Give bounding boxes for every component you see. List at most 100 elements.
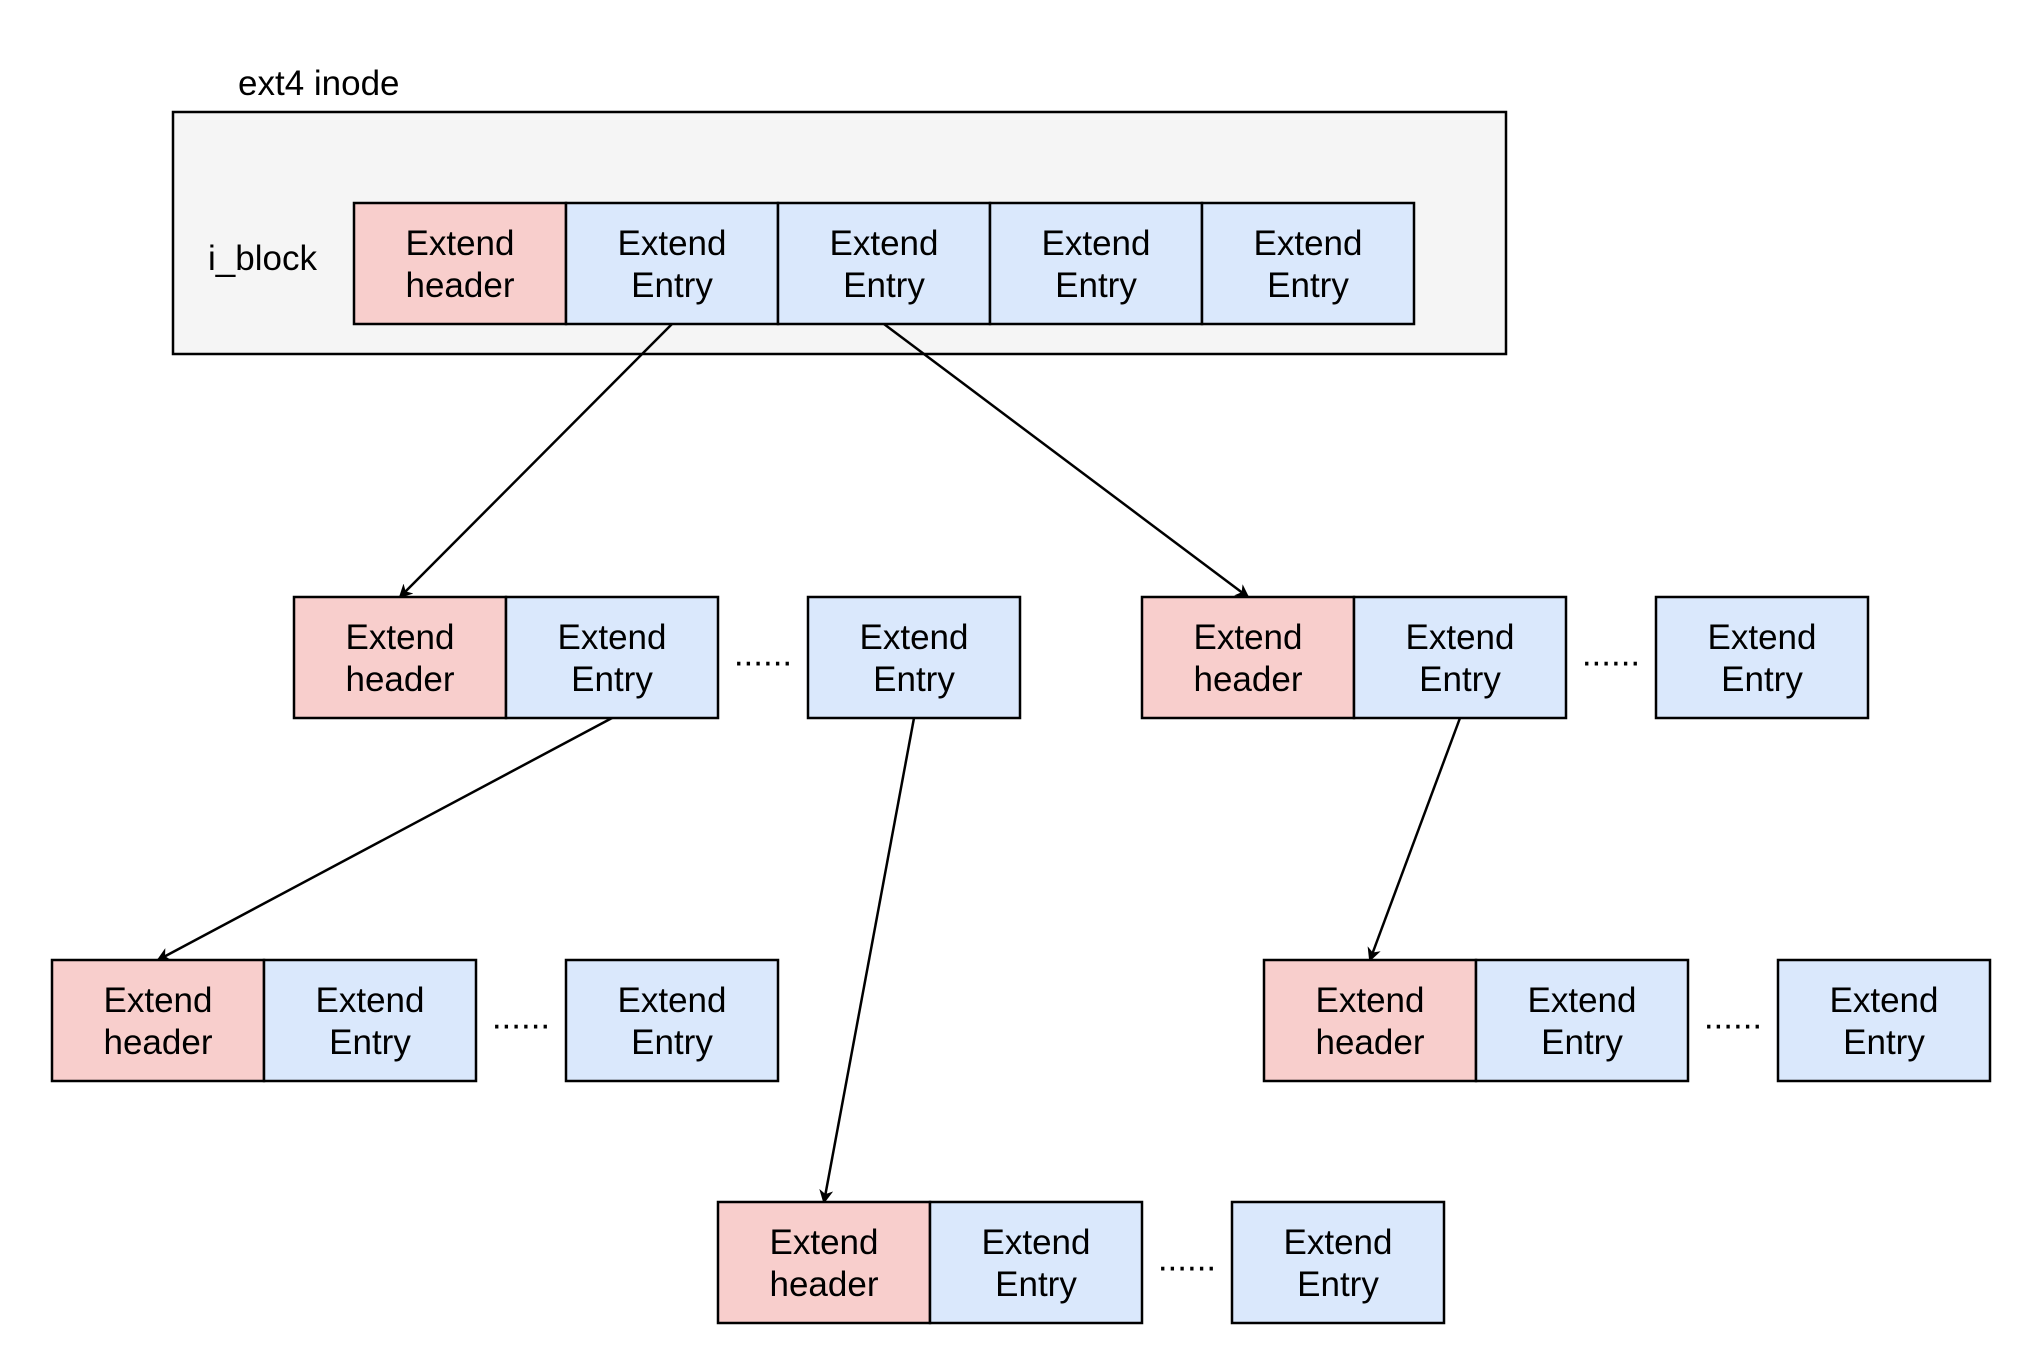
cell-label-line2: Entry [1055, 266, 1137, 305]
entry-box [776, 201, 992, 326]
ellipsis-text: ...... [1704, 998, 1762, 1037]
cell-label-line1: Extend [1528, 981, 1637, 1020]
cell-label-line1: Extend [982, 1223, 1091, 1262]
cell-label-line1: Extend [316, 981, 425, 1020]
cell-label-line2: Entry [571, 660, 653, 699]
cell-label-line1: Extend [1194, 618, 1303, 657]
cell-label-line2: Entry [995, 1265, 1077, 1304]
cell-label-line2: header [346, 660, 455, 699]
cell-label-line2: Entry [1721, 660, 1803, 699]
inode-title: ext4 inode [238, 64, 400, 103]
cell-label-line1: Extend [770, 1223, 879, 1262]
cell-label-line1: Extend [558, 618, 667, 657]
cell-label-line1: Extend [1254, 224, 1363, 263]
inode-row: ExtendheaderExtendEntryExtendEntryExtend… [352, 201, 1416, 326]
cell-label-line1: Extend [1708, 618, 1817, 657]
pointer-arrow [1367, 717, 1462, 962]
pointer-arrow [156, 716, 613, 962]
header-box [1262, 958, 1478, 1083]
cell-label-line2: header [104, 1023, 213, 1062]
cell-label-line2: Entry [631, 1023, 713, 1062]
ellipsis-text: ...... [734, 635, 792, 674]
cell-label-line2: header [770, 1265, 879, 1304]
entry-box [1474, 958, 1690, 1083]
pointer-arrow [398, 323, 673, 599]
cell-label-line1: Extend [104, 981, 213, 1020]
cell-label-line2: header [1316, 1023, 1425, 1062]
cell-label-line2: Entry [1297, 1265, 1379, 1304]
cell-label-line1: Extend [860, 618, 969, 657]
entry-box [1654, 595, 1870, 720]
cell-label-line2: Entry [843, 266, 925, 305]
cell-label-line2: Entry [873, 660, 955, 699]
cell-label-line1: Extend [830, 224, 939, 263]
ellipsis-text: ...... [1158, 1240, 1216, 1279]
header-box [50, 958, 266, 1083]
cell-label-line2: Entry [1419, 660, 1501, 699]
entry-box [1352, 595, 1568, 720]
cell-label-line1: Extend [1830, 981, 1939, 1020]
cell-label-line2: Entry [329, 1023, 411, 1062]
header-box [292, 595, 508, 720]
ellipsis-text: ...... [492, 998, 550, 1037]
cell-label-line1: Extend [1284, 1223, 1393, 1262]
entry-box [504, 595, 720, 720]
cell-label-line2: header [1194, 660, 1303, 699]
entry-box [262, 958, 478, 1083]
cell-label-line1: Extend [406, 224, 515, 263]
cell-label-line1: Extend [618, 224, 727, 263]
rows-layer: ExtendheaderExtendEntryExtendEntryExtend… [50, 201, 1992, 1325]
cell-label-line2: Entry [1541, 1023, 1623, 1062]
cell-label-line2: header [406, 266, 515, 305]
entry-box [988, 201, 1204, 326]
entry-box [1200, 201, 1416, 326]
cell-label-line1: Extend [618, 981, 727, 1020]
entry-box [1230, 1200, 1446, 1325]
links-layer [156, 323, 1462, 1204]
i-block-label: i_block [208, 239, 317, 278]
header-box [352, 201, 568, 326]
header-box [716, 1200, 932, 1325]
ellipsis-text: ...... [1582, 635, 1640, 674]
cell-label-line1: Extend [1316, 981, 1425, 1020]
cell-label-line1: Extend [1042, 224, 1151, 263]
entry-box [564, 958, 780, 1083]
cell-label-line1: Extend [346, 618, 455, 657]
cell-label-line2: Entry [631, 266, 713, 305]
cell-label-line2: Entry [1843, 1023, 1925, 1062]
pointer-arrow [819, 717, 916, 1204]
entry-box [928, 1200, 1144, 1325]
header-box [1140, 595, 1356, 720]
entry-box [564, 201, 780, 326]
entry-box [1776, 958, 1992, 1083]
pointer-arrow [883, 323, 1250, 599]
cell-label-line2: Entry [1267, 266, 1349, 305]
cell-label-line1: Extend [1406, 618, 1515, 657]
